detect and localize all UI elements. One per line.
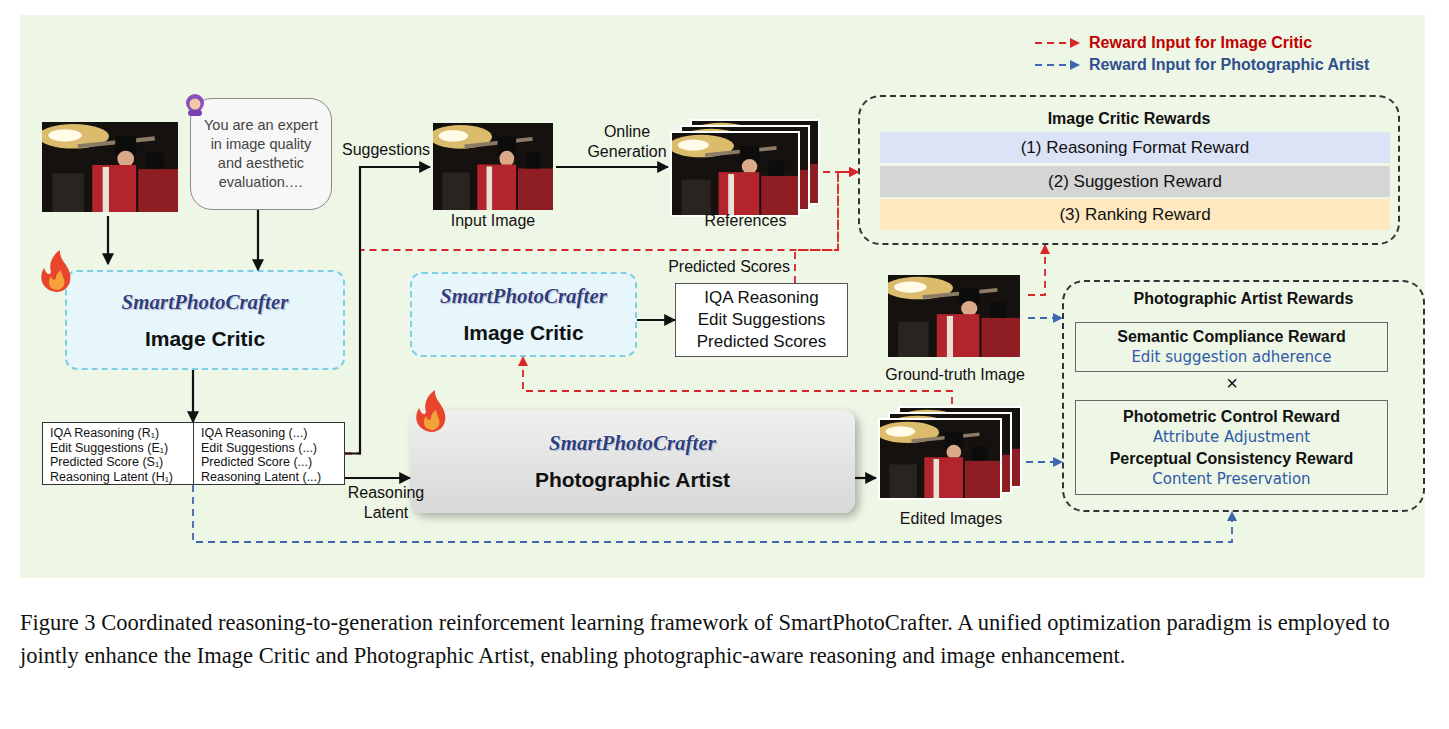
node-text: (3) Ranking Reward xyxy=(1059,205,1210,225)
node-text: Edit Suggestions xyxy=(698,309,826,331)
node-text: Photometric Control Reward xyxy=(1123,406,1340,427)
node-text: Predicted Score (S₁) xyxy=(50,455,193,470)
operator-symbol: × xyxy=(1222,372,1242,395)
node-text: IQA Reasoning (...) xyxy=(201,426,344,441)
legend-sample xyxy=(1033,58,1083,72)
node-text: Predicted Scores xyxy=(697,331,826,353)
flow-arrow xyxy=(345,477,410,479)
edge-label: Reasoning Latent xyxy=(346,483,426,523)
reward-arrow xyxy=(523,357,952,404)
node-text: Edit Suggestions (...) xyxy=(201,441,344,456)
flow-arrow xyxy=(192,370,194,422)
node-text: References xyxy=(705,211,787,231)
legend-line xyxy=(1035,42,1079,44)
flow-arrow xyxy=(855,477,876,479)
trainable-flame xyxy=(41,250,70,292)
edge-label: Predicted Scores xyxy=(640,257,790,277)
model-name: SmartPhotoCrafter xyxy=(549,431,716,456)
node-text: Input Image xyxy=(451,211,536,231)
flow-arrow xyxy=(556,166,668,168)
node-text: Ground-truth Image xyxy=(885,365,1025,385)
reward-arrow xyxy=(795,172,858,283)
output-cell: IQA Reasoning (...)Edit Suggestions (...… xyxy=(193,422,345,485)
reward-arrow xyxy=(823,171,858,173)
input-arrow xyxy=(107,216,109,264)
node-text: Photographic Artist Rewards xyxy=(1064,289,1423,308)
critic-model-box: SmartPhotoCrafterImage Critic xyxy=(410,272,637,357)
node-text: Reasoning Latent (...) xyxy=(201,470,344,485)
edge-label: Suggestions xyxy=(338,140,434,160)
critic-model-box: SmartPhotoCrafterImage Critic xyxy=(65,270,345,370)
node-text: Predicted Score (...) xyxy=(201,455,344,470)
user-icon xyxy=(186,94,204,116)
reward-arrow xyxy=(1026,461,1062,463)
input-photo xyxy=(429,123,553,210)
image-stack-node: References xyxy=(668,117,823,231)
prompt-bubble: You are an expert in image quality and a… xyxy=(190,98,332,210)
node-text: Edit suggestion adherence xyxy=(1131,347,1331,368)
legend-text: Reward Input for Photographic Artist xyxy=(1089,56,1369,74)
flow-arrow xyxy=(257,210,259,270)
reference-stack xyxy=(668,119,820,217)
reward-band: (2) Suggestion Reward xyxy=(880,166,1390,197)
edge-label: Online Generation xyxy=(577,122,677,162)
reward-item: Photometric Control RewardAttribute Adju… xyxy=(1075,400,1388,495)
reward-arrow xyxy=(1028,317,1062,319)
node-text: Reasoning Latent (H₁) xyxy=(50,470,193,485)
reward-band: (3) Ranking Reward xyxy=(880,199,1390,230)
node-text: Perceptual Consistency Reward xyxy=(1110,448,1354,469)
node-text: Attribute Adjustment xyxy=(1153,427,1310,448)
figure-caption: Figure 3 Coordinated reasoning-to-genera… xyxy=(20,606,1428,672)
image-node: Input Image xyxy=(430,121,556,231)
node-text: Content Preservation xyxy=(1152,469,1310,490)
node-text: (2) Suggestion Reward xyxy=(1048,172,1222,192)
node-text: Semantic Compliance Reward xyxy=(1117,326,1346,347)
output-cell: IQA Reasoning (R₁)Edit Suggestions (E₁)P… xyxy=(42,422,194,485)
panel-background xyxy=(20,15,1425,578)
node-text: IQA Reasoning xyxy=(704,287,818,309)
reward-arrow xyxy=(345,172,858,454)
flow-arrow xyxy=(345,167,430,454)
output-box: IQA ReasoningEdit SuggestionsPredicted S… xyxy=(675,283,848,357)
reward-band: (1) Reasoning Format Reward xyxy=(880,132,1390,163)
node-text: Edited Images xyxy=(900,509,1002,529)
input-photo xyxy=(38,122,178,212)
node-text: Image Critic Rewards xyxy=(860,109,1398,128)
model-name: SmartPhotoCrafter xyxy=(122,290,289,315)
reward-group: Photographic Artist RewardsSemantic Comp… xyxy=(1062,280,1425,512)
artist-model-box: SmartPhotoCrafterPhotographic Artist xyxy=(410,410,855,513)
reward-arrow xyxy=(1028,245,1045,295)
legend: Reward Input for Image CriticReward Inpu… xyxy=(1033,32,1369,76)
edited-stack xyxy=(876,406,1022,500)
reward-item: Semantic Compliance RewardEdit suggestio… xyxy=(1075,322,1388,372)
legend-text: Reward Input for Image Critic xyxy=(1089,34,1312,52)
image-stack-node: Edited Images xyxy=(876,404,1026,529)
node-text: Photographic Artist xyxy=(535,468,730,492)
model-name: SmartPhotoCrafter xyxy=(440,284,607,309)
node-text: You are an expert in image quality and a… xyxy=(197,116,325,192)
flow-arrow xyxy=(637,319,675,321)
ground-truth-photo xyxy=(884,275,1020,357)
node-text: IQA Reasoning (R₁) xyxy=(50,426,193,441)
reward-group: Image Critic Rewards (1) Reasoning Format… xyxy=(858,95,1400,245)
node-text: (1) Reasoning Format Reward xyxy=(1021,138,1250,158)
node-text: Image Critic xyxy=(463,321,583,345)
legend-row: Reward Input for Image Critic xyxy=(1033,32,1369,54)
node-text: Image Critic xyxy=(145,327,265,351)
legend-sample xyxy=(1033,36,1083,50)
image-node: Ground-truth Image xyxy=(882,273,1028,385)
node-text: Edit Suggestions (E₁) xyxy=(50,441,193,456)
legend-line xyxy=(1035,64,1079,66)
trainable-flame xyxy=(416,390,445,432)
legend-row: Reward Input for Photographic Artist xyxy=(1033,54,1369,76)
